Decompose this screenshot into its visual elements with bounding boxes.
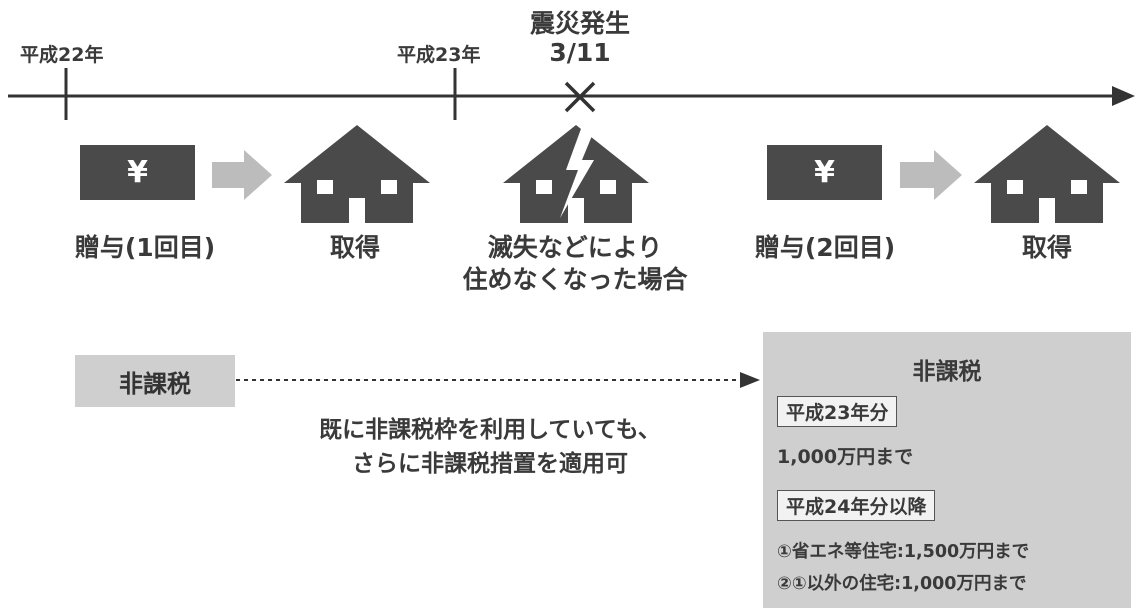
note-line-1: 既に非課税枠を利用していても、 (319, 417, 661, 443)
flow-arrow-1-icon (212, 150, 272, 200)
tax-exempt-tag: 非課税 (75, 355, 235, 407)
year-label-h23: 平成23年 (397, 44, 481, 66)
caption-lost-line1: 滅失などにより (487, 233, 663, 262)
disaster-date: 3/11 (549, 38, 611, 67)
caption-acquire-2: 取得 (1021, 233, 1072, 262)
note-line-2: さらに非課税措置を適用可 (352, 451, 628, 477)
section-label-h23: 平成23年分 (777, 396, 898, 427)
caption-acquire-1: 取得 (329, 233, 380, 262)
house-icon-1 (284, 125, 430, 223)
dotted-arrowhead (740, 372, 760, 388)
panel-title: 非課税 (912, 359, 982, 385)
caption-lost-line2: 住めなくなった場合 (462, 265, 688, 294)
section-value-h23: 1,000万円まで (777, 446, 914, 468)
disaster-cross-icon (564, 81, 596, 113)
tax-exempt-panel: 非課税 平成23年分 1,000万円まで 平成24年分以降 ①省エネ等住宅:1,… (763, 332, 1131, 608)
yen-money-icon-2: ¥ (767, 145, 882, 200)
caption-gift-1: 贈与(1回目) (74, 233, 216, 262)
item-other-house: ②①以外の住宅:1,000万円まで (777, 574, 1027, 594)
yen-money-icon-1: ¥ (80, 145, 195, 200)
damaged-house-icon (503, 125, 649, 223)
section-label-h24: 平成24年分以降 (777, 490, 936, 521)
item-energy-saving-house: ①省エネ等住宅:1,500万円まで (777, 542, 1030, 562)
year-label-h22: 平成22年 (20, 44, 104, 66)
disaster-title: 震災発生 (529, 9, 630, 38)
crack-lightning-icon (560, 126, 596, 218)
house-icon-2 (974, 125, 1120, 223)
caption-gift-2: 贈与(2回目) (754, 233, 896, 262)
flow-arrow-2-icon (900, 150, 962, 200)
timeline-arrowhead (1112, 86, 1135, 106)
